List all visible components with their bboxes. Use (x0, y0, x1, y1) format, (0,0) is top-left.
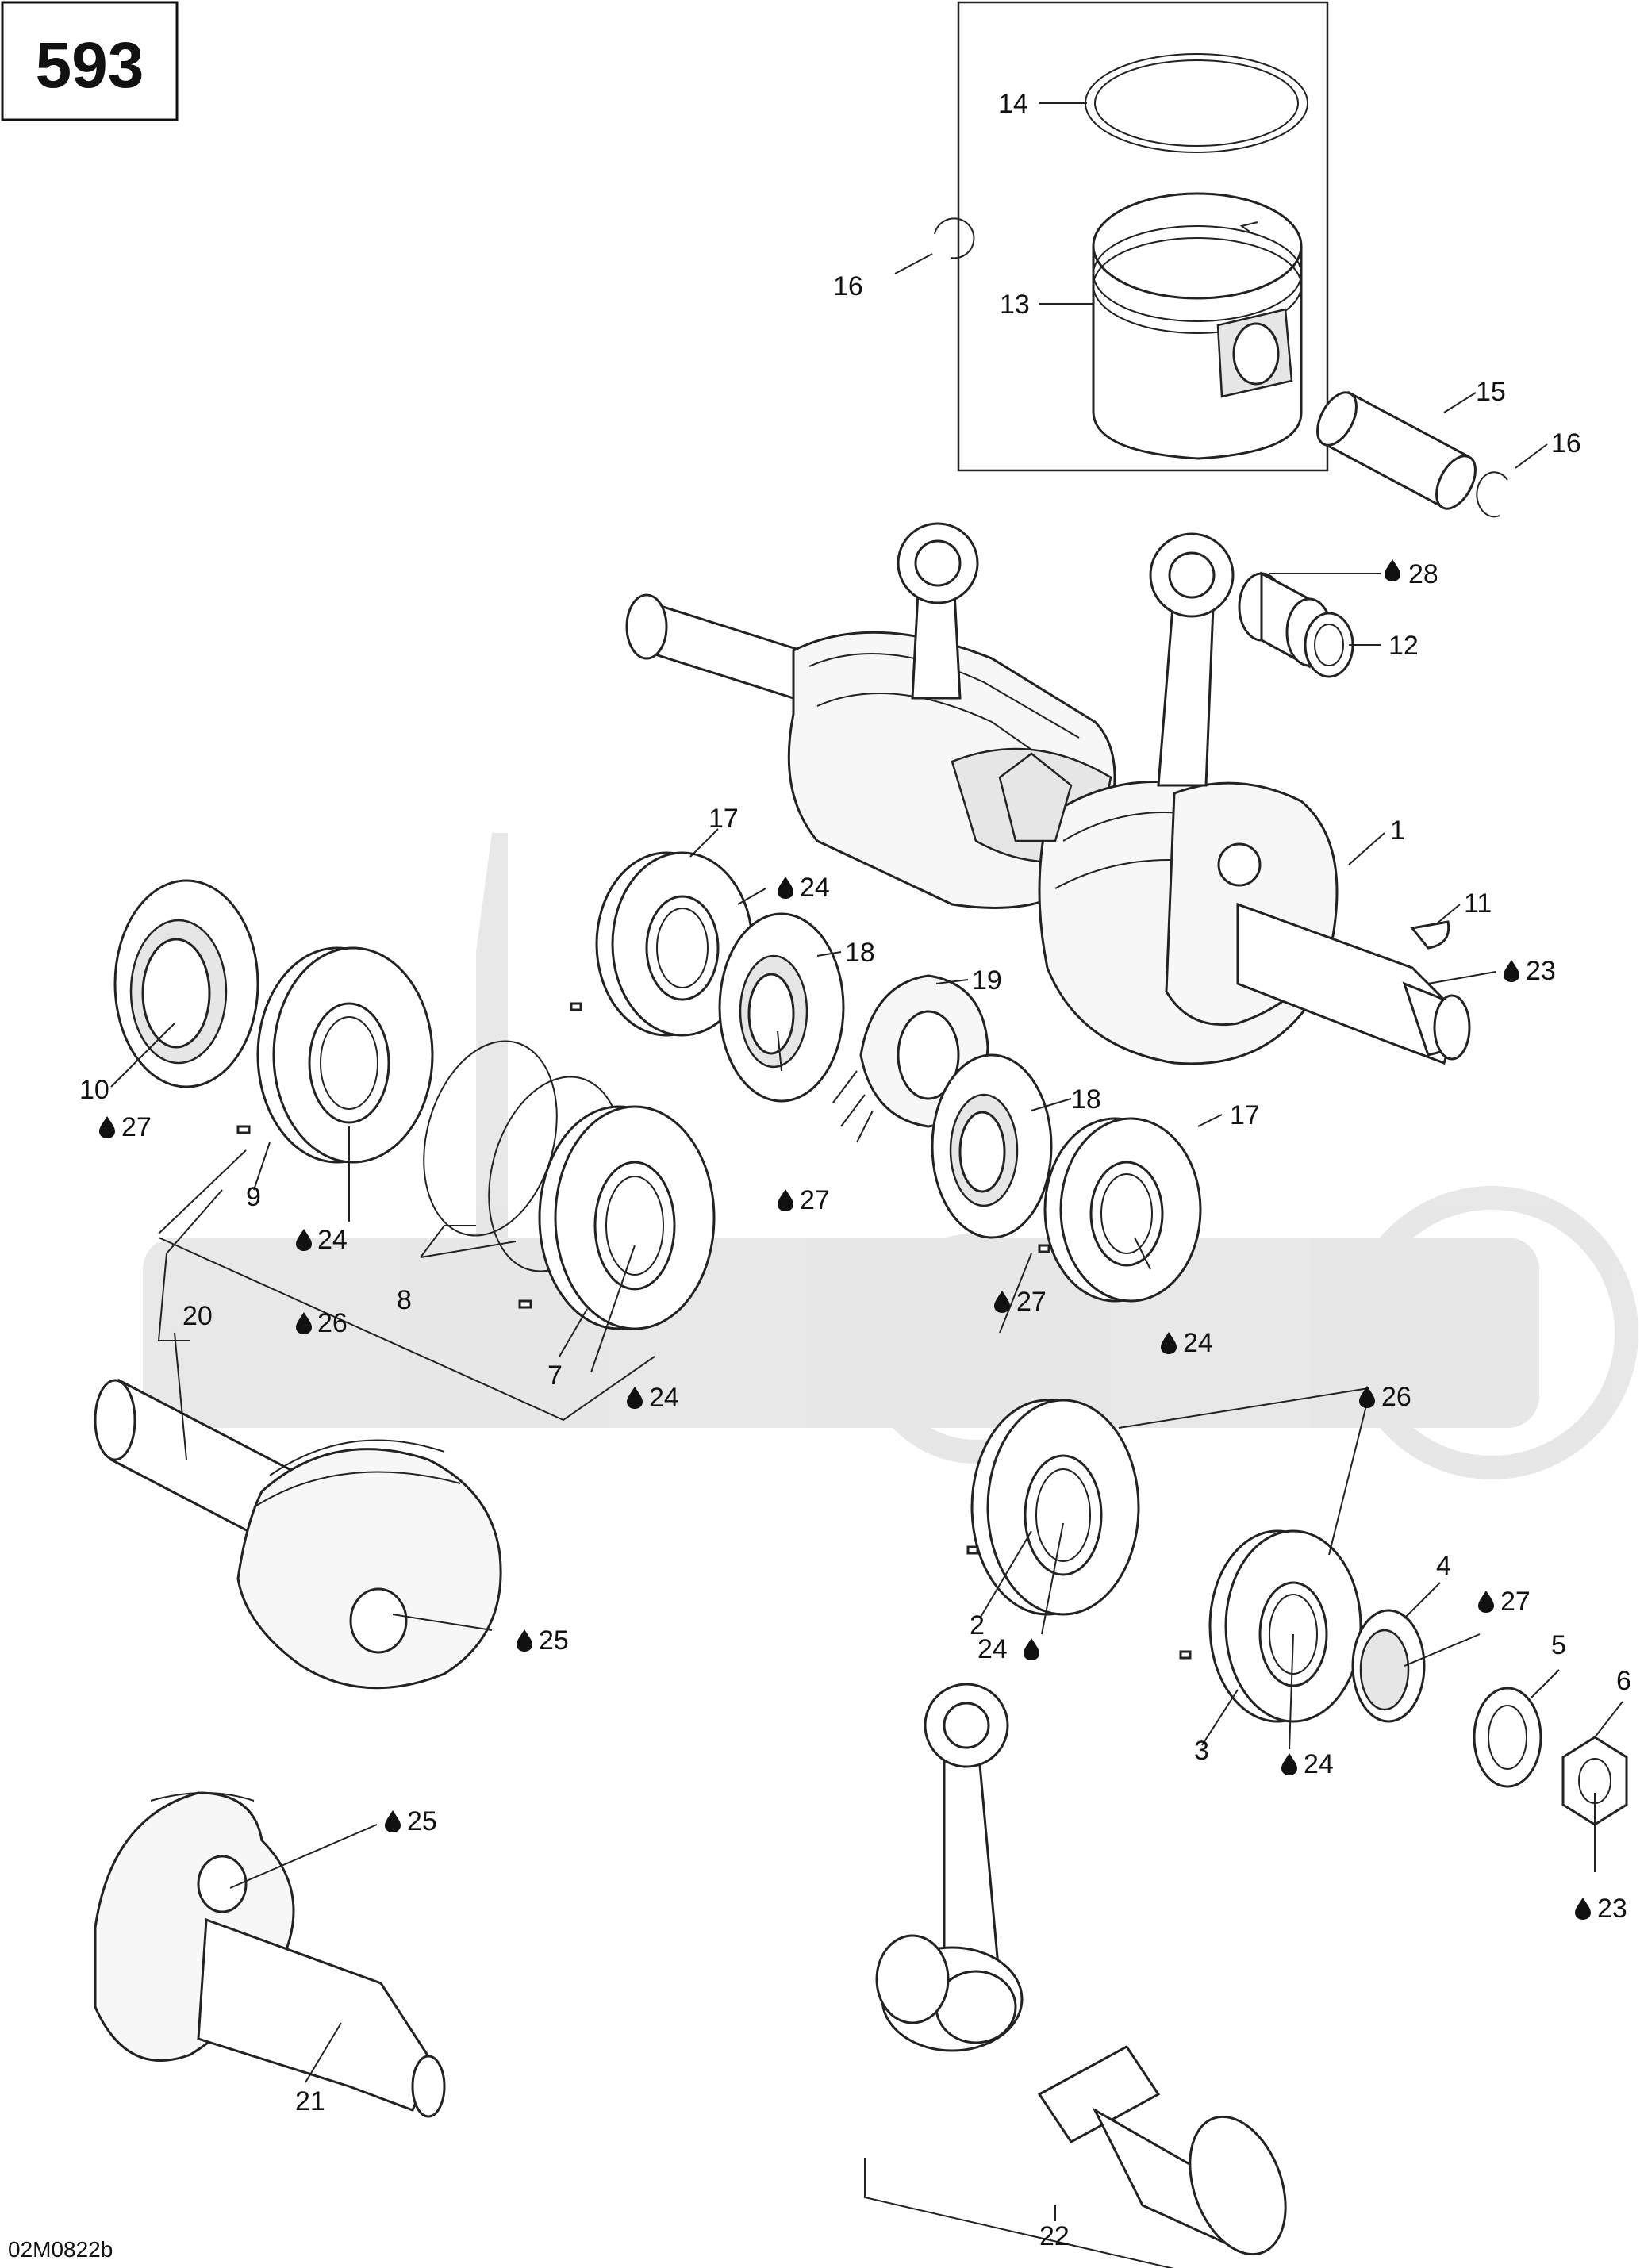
ball-bearing-part-2 (966, 1399, 1140, 1616)
callout-27: 27 (1500, 1587, 1531, 1617)
oil-drop-icon (778, 1189, 793, 1211)
piston-kit-box (957, 1, 1329, 472)
callout-27: 27 (121, 1112, 152, 1142)
image-code: 02M0822b (8, 2237, 113, 2262)
thrust-washer-part-12 (1304, 612, 1354, 678)
oil-seal-part-18-upper (718, 912, 845, 1103)
callout-26: 26 (1381, 1382, 1411, 1412)
connecting-rod-part-22 (864, 1683, 1287, 2268)
ball-bearing-part-9 (236, 946, 434, 1164)
callout-24: 24 (1183, 1328, 1213, 1358)
callout-23: 23 (1597, 1894, 1627, 1924)
callout-27: 27 (1016, 1287, 1047, 1317)
callout-7: 7 (547, 1360, 563, 1391)
callout-5: 5 (1551, 1630, 1566, 1660)
callout-25: 25 (539, 1625, 569, 1656)
callout-26: 26 (317, 1308, 348, 1338)
piston-pin-part-15 (1316, 390, 1477, 510)
ball-bearing-part-17-upper (570, 851, 754, 1037)
callout-16: 16 (833, 271, 863, 301)
piston-part-13 (1092, 192, 1303, 460)
oil-drop-icon (385, 1810, 401, 1832)
callout-8: 8 (397, 1285, 412, 1315)
crankshaft-part-1 (625, 522, 1471, 1065)
callout-6: 6 (1616, 1666, 1631, 1696)
oil-seal-part-18-lower (931, 1053, 1053, 1239)
crankshaft-half-part-21 (94, 1791, 446, 2118)
callout-23: 23 (1526, 956, 1556, 986)
callout-12: 12 (1388, 631, 1419, 661)
callout-9: 9 (246, 1182, 261, 1212)
ball-bearing-part-3 (1179, 1529, 1362, 1723)
oil-drop-icon (1024, 1638, 1039, 1660)
lock-washer-part-5 (1473, 1687, 1542, 1788)
oil-drop-icon (1575, 1898, 1591, 1920)
callout-11: 11 (1464, 888, 1492, 919)
callout-19: 19 (972, 965, 1002, 996)
callout-17: 17 (1230, 1100, 1260, 1130)
callout-25: 25 (407, 1806, 437, 1836)
watermark-logo (143, 833, 1638, 1479)
oil-drop-icon (1281, 1753, 1297, 1775)
callout-2: 2 (970, 1610, 985, 1641)
circlip-part-16-lower (1476, 471, 1508, 518)
leader-lines (110, 102, 1623, 2221)
crankshaft-half-part-20 (94, 1378, 502, 1690)
woodruff-key-part-11 (1410, 920, 1450, 950)
callout-1: 1 (1390, 815, 1405, 846)
oil-drop-icon (296, 1229, 312, 1251)
callout-18: 18 (1071, 1084, 1101, 1115)
callout-22: 22 (1039, 2221, 1070, 2251)
callout-4: 4 (1436, 1551, 1451, 1581)
diagram-number-box: 593 (1, 1, 179, 121)
callout-24: 24 (649, 1383, 679, 1413)
callout-20: 20 (182, 1301, 213, 1331)
oil-drop-icon (1385, 559, 1400, 581)
ball-bearing-part-17-lower (1038, 1117, 1202, 1303)
callout-labels: 14 16 13 15 16 28 12 17 24 18 19 1 11 23… (79, 89, 1631, 2251)
callout-27: 27 (800, 1185, 830, 1215)
oil-drop-icon (1478, 1591, 1494, 1613)
callout-21: 21 (295, 2086, 325, 2116)
oil-drop-icon (1504, 960, 1519, 982)
oil-seal-part-10 (113, 879, 259, 1088)
callout-10: 10 (79, 1075, 109, 1105)
callout-24: 24 (800, 873, 830, 903)
callout-14: 14 (998, 89, 1028, 119)
ball-bearing-part-7 (518, 1105, 716, 1330)
callout-24: 24 (977, 1634, 1008, 1664)
callout-18: 18 (845, 938, 875, 968)
callout-16: 16 (1551, 428, 1581, 459)
oil-drop-icon (778, 877, 793, 899)
diagram-number: 593 (36, 29, 144, 102)
piston-ring-part-14 (1085, 53, 1308, 153)
callout-28: 28 (1408, 559, 1438, 589)
callout-15: 15 (1476, 377, 1506, 407)
oil-drop-icon (517, 1629, 532, 1652)
callout-24: 24 (317, 1225, 348, 1255)
callout-24: 24 (1304, 1749, 1334, 1779)
callout-3: 3 (1194, 1736, 1209, 1766)
oil-seal-part-4 (1351, 1609, 1426, 1723)
circlip-part-16-upper (934, 217, 975, 259)
callout-17: 17 (709, 804, 739, 834)
callout-13: 13 (1000, 290, 1030, 320)
oil-drop-icon (99, 1116, 115, 1138)
